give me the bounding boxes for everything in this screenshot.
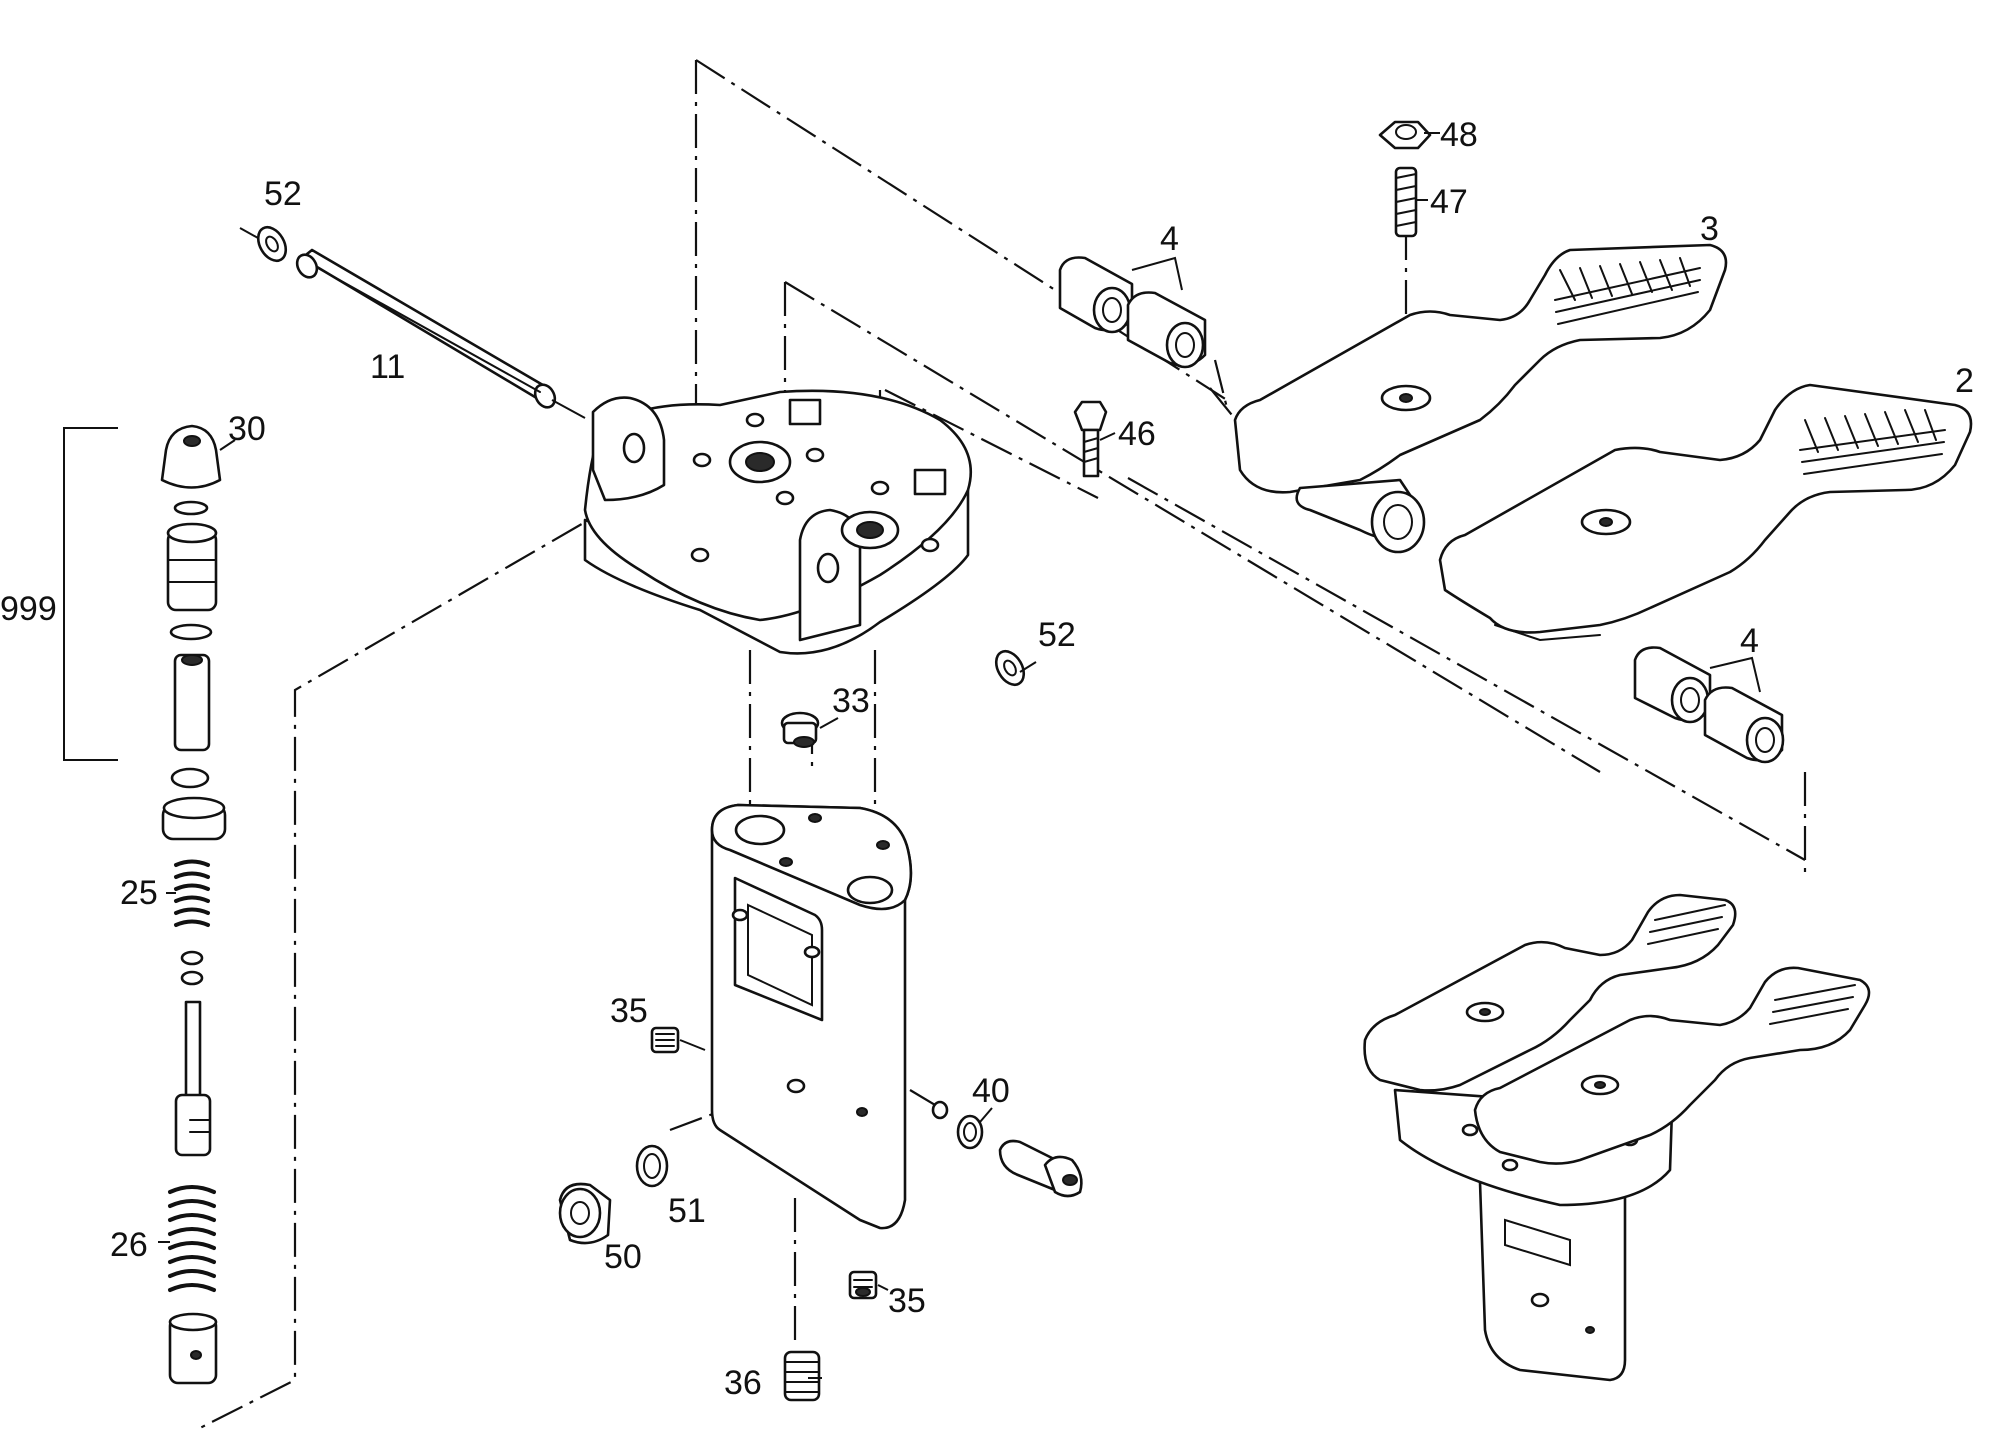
label-11: 11 xyxy=(370,348,405,386)
label-30: 30 xyxy=(228,410,266,448)
pedal-2 xyxy=(1438,383,1973,642)
nut-48 xyxy=(1378,120,1432,150)
label-35-left: 35 xyxy=(610,992,648,1030)
label-35-bottom: 35 xyxy=(888,1282,926,1320)
bushing-pair-4-top xyxy=(1058,256,1207,369)
label-51: 51 xyxy=(668,1192,706,1230)
label-47: 47 xyxy=(1430,183,1468,221)
pin-11 xyxy=(295,248,586,419)
label-26: 26 xyxy=(110,1226,148,1264)
seal-51 xyxy=(635,1144,669,1188)
label-50: 50 xyxy=(604,1238,642,1276)
bushing-pair-4-bottom xyxy=(1633,646,1785,764)
bolt-46 xyxy=(1073,400,1108,478)
label-2: 2 xyxy=(1955,362,1974,400)
assembled-view xyxy=(1363,893,1871,1382)
cartridge-stack xyxy=(158,424,227,1385)
lower-housing xyxy=(710,803,913,1230)
bracket-999 xyxy=(63,427,118,761)
label-46: 46 xyxy=(1118,415,1156,453)
label-999: 999 xyxy=(0,590,57,628)
fitting xyxy=(998,1139,1083,1198)
set-screw-35-left xyxy=(650,1026,706,1054)
screw-47 xyxy=(1394,166,1418,238)
label-40: 40 xyxy=(972,1072,1010,1110)
label-52-top: 52 xyxy=(264,175,302,213)
label-4-top: 4 xyxy=(1160,220,1179,258)
circlip-52-top xyxy=(239,225,288,263)
part-labels: 52 11 30 999 25 26 4 48 47 3 2 46 52 4 3… xyxy=(0,116,1974,1402)
set-screw-35-bottom xyxy=(848,1270,878,1300)
seal-40 xyxy=(931,1100,984,1150)
circlip-52-mid xyxy=(994,649,1037,687)
pedal-3 xyxy=(1233,243,1728,554)
label-25: 25 xyxy=(120,874,158,912)
upper-housing xyxy=(583,389,973,655)
label-4-bottom: 4 xyxy=(1740,622,1759,660)
label-3: 3 xyxy=(1700,210,1719,248)
label-leaders xyxy=(219,132,1440,1379)
label-48: 48 xyxy=(1440,116,1478,154)
label-52-mid: 52 xyxy=(1038,616,1076,654)
plug-50 xyxy=(558,1182,612,1245)
label-33: 33 xyxy=(832,682,870,720)
set-screw-36 xyxy=(783,1350,821,1402)
plug-33 xyxy=(780,711,820,748)
label-36: 36 xyxy=(724,1364,762,1402)
